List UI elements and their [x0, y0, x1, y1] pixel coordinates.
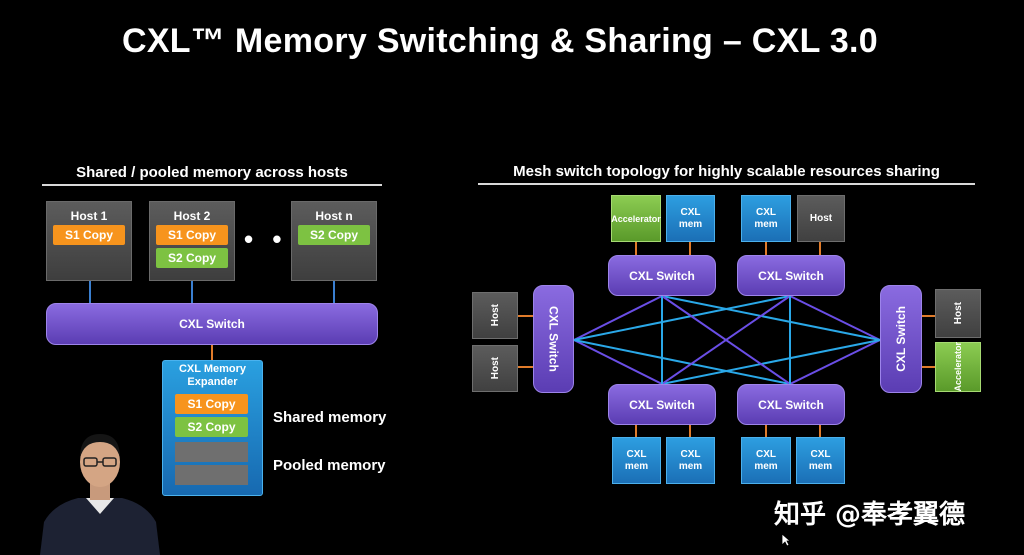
page-title: CXL™ Memory Switching & Sharing – CXL 3.… [121, 22, 879, 60]
host-right-label: Host [952, 302, 964, 325]
switch-expander-link [211, 345, 213, 361]
mesh-switch-top-left-label: CXL Switch [629, 268, 695, 283]
mesh-switch-bottom-left: CXL Switch [608, 384, 716, 425]
host-2-copy-s1: S1 Copy [156, 225, 228, 245]
shared-memory-label: Shared memory [273, 409, 387, 426]
cxl-mem-top-2-label: CXL mem [754, 206, 778, 230]
mesh-switch-bottom-right: CXL Switch [737, 384, 845, 425]
mesh-switch-top-left: CXL Switch [608, 255, 716, 296]
host-left-1: Host [472, 292, 518, 339]
mesh-switch-bottom-left-label: CXL Switch [629, 397, 695, 412]
mesh-switch-bottom-right-label: CXL Switch [758, 397, 824, 412]
host-1-box: Host 1 S1 Copy [46, 201, 132, 281]
host-2-label: Host 2 [173, 209, 211, 223]
host-left-2: Host [472, 345, 518, 392]
expander-copy-s1: S1 Copy [175, 394, 248, 414]
pooled-slot-2 [175, 465, 248, 485]
host-2-link [191, 281, 193, 303]
presenter-video [40, 434, 160, 555]
cxl-mem-bottom-1-label: CXL mem [624, 448, 649, 472]
host-right: Host [935, 289, 981, 338]
cxl-mem-bottom-3-label: CXL mem [754, 448, 778, 472]
cxl-mem-bottom-3: CXL mem [741, 437, 791, 484]
mesh-switch-right-label: CXL Switch [894, 306, 908, 372]
watermark: 知乎 @奉孝翼德 [774, 500, 966, 530]
right-heading-rule [478, 183, 975, 185]
pooled-memory-label: Pooled memory [273, 457, 386, 474]
host-n-label: Host n [315, 209, 353, 223]
expander-copy-s2: S2 Copy [175, 417, 248, 437]
cxl-mem-top-2: CXL mem [741, 195, 791, 242]
host-1-link [89, 281, 91, 303]
host-n-box: Host n S2 Copy [291, 201, 377, 281]
accelerator-right-label: Accelerator [953, 342, 963, 392]
mesh-lines [573, 295, 881, 385]
expander-label: CXL Memory Expander [178, 363, 247, 388]
cxl-mem-bottom-2: CXL mem [666, 437, 715, 484]
cxl-mem-bottom-4: CXL mem [796, 437, 845, 484]
pooled-slot-1 [175, 442, 248, 462]
mesh-switch-top-right-label: CXL Switch [758, 268, 824, 283]
cxl-mem-top-1-label: CXL mem [678, 206, 703, 230]
host-1-copy-s1: S1 Copy [53, 225, 125, 245]
host-1-label: Host 1 [70, 209, 108, 223]
left-cxl-switch: CXL Switch [46, 303, 378, 345]
cxl-mem-bottom-1: CXL mem [612, 437, 661, 484]
cxl-mem-bottom-2-label: CXL mem [678, 448, 703, 472]
left-section-heading: Shared / pooled memory across hosts [76, 164, 348, 181]
host-left-2-label: Host [489, 357, 501, 380]
mesh-switch-right: CXL Switch [880, 285, 922, 393]
host-top: Host [797, 195, 845, 242]
accelerator-top: Accelerator [611, 195, 661, 242]
host-2-copy-s2: S2 Copy [156, 248, 228, 268]
accelerator-right: Accelerator [935, 342, 981, 392]
host-n-copy-s2: S2 Copy [298, 225, 370, 245]
host-2-box: Host 2 S1 Copy S2 Copy [149, 201, 235, 281]
left-cxl-switch-label: CXL Switch [179, 317, 245, 331]
accelerator-top-label: Accelerator [611, 213, 661, 224]
host-left-1-label: Host [489, 304, 501, 327]
orange-links [518, 242, 935, 437]
left-heading-rule [42, 184, 382, 186]
cxl-memory-expander: CXL Memory Expander S1 Copy S2 Copy [162, 360, 263, 496]
cxl-mem-bottom-4-label: CXL mem [808, 448, 833, 472]
right-section-heading: Mesh switch topology for highly scalable… [513, 163, 940, 180]
mesh-switch-left: CXL Switch [533, 285, 574, 393]
cxl-mem-top-1: CXL mem [666, 195, 715, 242]
host-top-label: Host [809, 213, 833, 224]
mesh-switch-top-right: CXL Switch [737, 255, 845, 296]
host-n-link [333, 281, 335, 303]
mouse-cursor-icon [781, 533, 791, 547]
mesh-switch-left-label: CXL Switch [546, 306, 561, 372]
